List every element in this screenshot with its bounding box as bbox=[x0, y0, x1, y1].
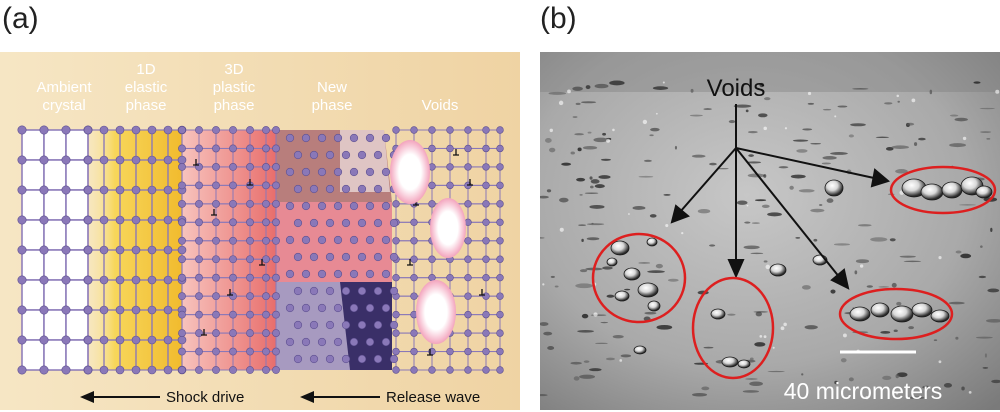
void-bubble bbox=[390, 140, 430, 204]
new-phase-region bbox=[276, 130, 392, 370]
region-label-new-phase: New phase bbox=[312, 79, 353, 114]
void-bubble bbox=[430, 198, 466, 258]
panel-b-label: (b) bbox=[540, 2, 577, 35]
svg-text:Release wave: Release wave bbox=[386, 389, 480, 406]
panel-a-label: (a) bbox=[2, 2, 39, 35]
void-bubble bbox=[416, 280, 456, 344]
shock-lattice-diagram: Ambient crystal 1D elastic phase 3D plas… bbox=[0, 52, 520, 410]
surface-texture bbox=[540, 80, 1000, 400]
svg-text:phase: phase bbox=[214, 97, 255, 114]
svg-text:elastic: elastic bbox=[125, 79, 168, 96]
void-micrograph: Voids 40 micrometers bbox=[540, 52, 1000, 410]
dislocation-marks bbox=[193, 149, 485, 356]
void-pits bbox=[606, 176, 993, 369]
region-label-elastic: 1D elastic phase bbox=[125, 61, 168, 114]
svg-text:plastic: plastic bbox=[213, 79, 256, 96]
lattice-atoms bbox=[17, 125, 504, 375]
svg-text:phase: phase bbox=[312, 97, 353, 114]
shock-drive-arrow: Shock drive bbox=[80, 389, 244, 406]
region-label-voids: Voids bbox=[422, 97, 459, 114]
svg-text:phase: phase bbox=[126, 97, 167, 114]
svg-text:3D: 3D bbox=[224, 61, 243, 78]
voids-label: Voids bbox=[707, 75, 766, 102]
svg-text:Voids: Voids bbox=[422, 97, 459, 114]
scale-bar: 40 micrometers bbox=[784, 350, 942, 404]
micrograph-top-shadow bbox=[540, 52, 1000, 92]
release-wave-arrow: Release wave bbox=[300, 389, 480, 406]
svg-text:crystal: crystal bbox=[42, 97, 85, 114]
micrograph-background bbox=[540, 52, 1000, 410]
svg-text:1D: 1D bbox=[136, 61, 155, 78]
region-label-plastic: 3D plastic phase bbox=[213, 61, 256, 114]
svg-text:Ambient: Ambient bbox=[36, 79, 92, 96]
svg-text:40 micrometers: 40 micrometers bbox=[784, 378, 942, 404]
svg-text:Shock drive: Shock drive bbox=[166, 389, 244, 406]
region-label-ambient: Ambient crystal bbox=[36, 79, 92, 114]
voids-arrows bbox=[670, 104, 891, 290]
void-highlight-ellipses bbox=[591, 165, 997, 380]
svg-text:New: New bbox=[317, 79, 347, 96]
lattice-grid bbox=[21, 129, 501, 371]
